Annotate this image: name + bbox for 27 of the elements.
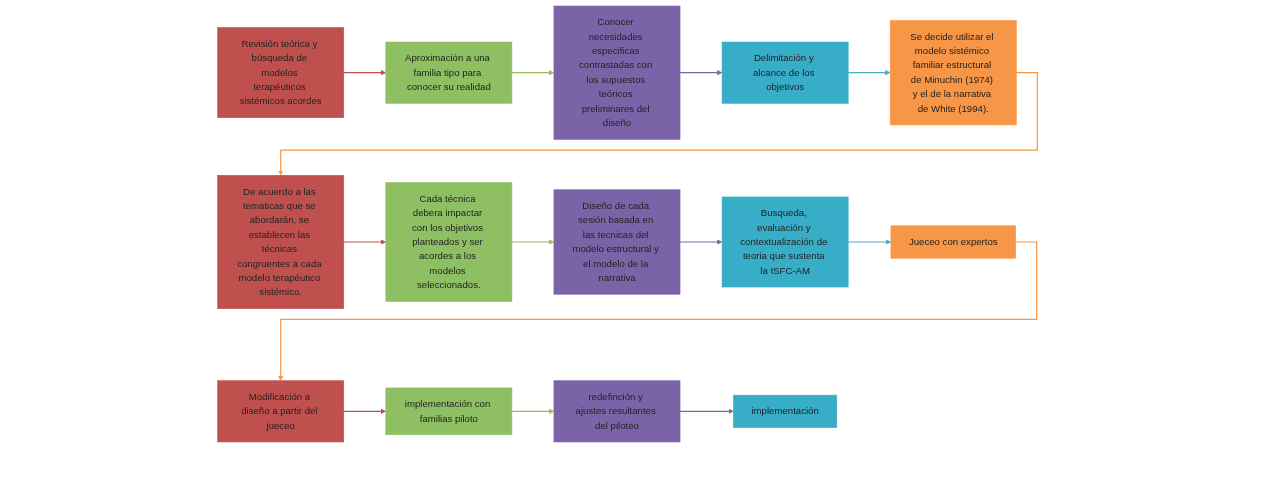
arrow: [343, 70, 387, 76]
arrow: [278, 241, 1038, 381]
node-box: Modificación a diseño a partir del jueceo: [217, 380, 345, 443]
arrow: [679, 70, 723, 76]
node-box: Aproximación a una familia tipo para conocer su realidad: [385, 41, 513, 104]
node-box: implementación: [733, 394, 838, 428]
node-box: De acuerdo a las tematicas que se abordarán, se establecen las técnicas congruentes a cada modelo terapéutico sistémico.: [217, 175, 345, 309]
node-box: Conocer necesidades especificas contrastadas con los supuestos teóricos preliminares del diseño: [553, 5, 681, 140]
node-box: Revisión teórica y búsqueda de modelos terapéuticos sistémicos acordes: [217, 27, 345, 118]
arrow: [679, 408, 734, 414]
arrow: [278, 72, 1038, 176]
node-box: Cada técnica debera impactar con los objetivos planteados y ser acordes a los modelos seleccionados.: [385, 182, 513, 302]
node-box: Diseño de cada sesión basada en las tecnicas del modelo estructural y el modelo de la narrativa: [553, 189, 681, 295]
node-box: Jueceo con expertos: [890, 225, 1016, 259]
node-box: implementación con familias piloto: [385, 387, 513, 436]
arrow: [847, 239, 892, 245]
arrow: [847, 70, 891, 76]
node-box: Busqueda, evaluación y contextualización de teoria que sustenta la ISFC-AM: [721, 196, 849, 288]
node-box: Se decide utilizar el modelo sistémico familiar estructural de Minuchin (1974) y el de la narrativa de White (1994).: [889, 20, 1017, 126]
node-box: Delimitación y alcance de los objetivos: [721, 41, 849, 104]
arrow: [511, 239, 555, 245]
node-box: redefinción y ajustes resultantes del piloteo: [553, 380, 681, 443]
arrow: [511, 408, 555, 414]
arrow: [511, 70, 555, 76]
arrow: [343, 408, 387, 414]
arrow: [679, 239, 723, 245]
arrow: [343, 239, 387, 245]
